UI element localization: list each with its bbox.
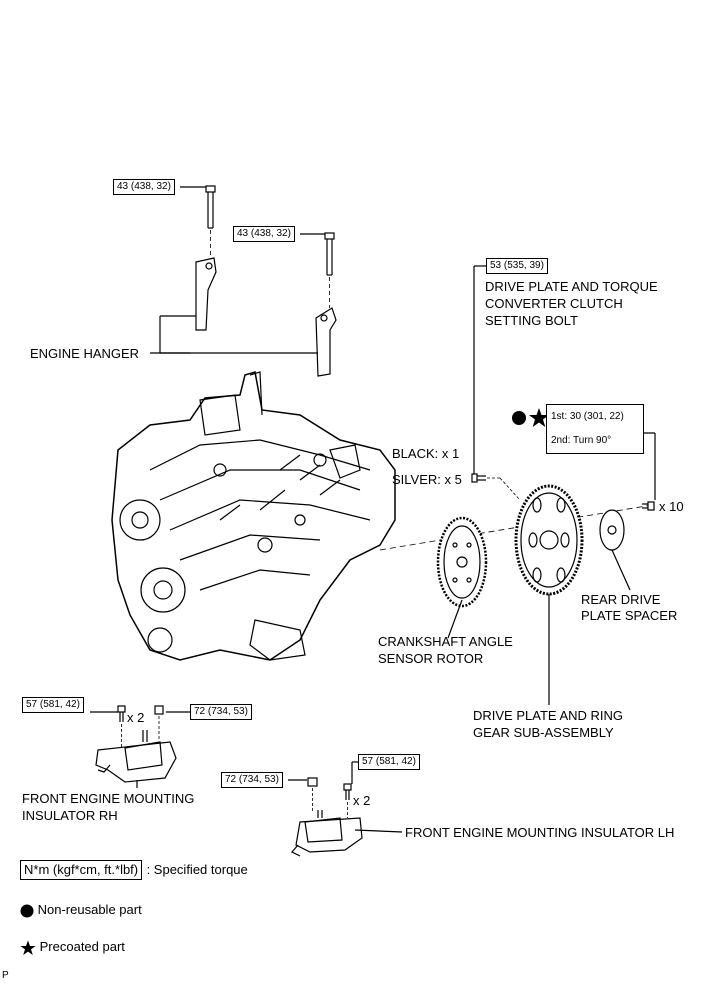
legend-nonreusable: Non-reusable part bbox=[20, 902, 142, 918]
torque-hanger-left: 43 (438, 32) bbox=[113, 179, 175, 195]
label-rear-spacer-1: REAR DRIVE bbox=[581, 592, 661, 607]
label-drive-plate-bolt-1: DRIVE PLATE AND TORQUE bbox=[485, 279, 658, 294]
nonreusable-symbol bbox=[512, 411, 526, 425]
label-mount-rh-1: FRONT ENGINE MOUNTING bbox=[22, 791, 195, 806]
precoated-icon bbox=[20, 940, 36, 955]
mount-insulator-rh bbox=[95, 705, 177, 783]
label-mount-rh-2: INSULATOR RH bbox=[22, 808, 118, 823]
drive-plate-ring-gear bbox=[514, 484, 584, 596]
torque-mount-lh-nut: 72 (734, 53) bbox=[221, 772, 283, 788]
label-rotor-2: SENSOR ROTOR bbox=[378, 651, 484, 666]
label-rh-bolt-qty: x 2 bbox=[127, 710, 145, 725]
label-silver-count: SILVER: x 5 bbox=[392, 472, 462, 487]
label-engine-hanger: ENGINE HANGER bbox=[30, 346, 140, 361]
label-ring-gear-2: GEAR SUB-ASSEMBLY bbox=[473, 725, 614, 740]
torque-mount-rh-nut: 72 (734, 53) bbox=[190, 704, 252, 720]
torque-spacer-2nd: 2nd: Turn 90° bbox=[551, 435, 612, 446]
torque-hanger-right: 43 (438, 32) bbox=[233, 226, 295, 242]
torque-mount-rh-bolt: 57 (581, 42) bbox=[22, 697, 84, 713]
label-rotor-1: CRANKSHAFT ANGLE bbox=[378, 634, 513, 649]
label-drive-plate-bolt-2: CONVERTER CLUTCH bbox=[485, 296, 623, 311]
label-lh-bolt-qty: x 2 bbox=[353, 793, 371, 808]
legend-torque-text: : Specified torque bbox=[146, 862, 248, 877]
label-drive-plate-bolt-3: SETTING BOLT bbox=[485, 313, 578, 328]
torque-drive-plate-bolt: 53 (535, 39) bbox=[486, 258, 548, 274]
nonreusable-icon bbox=[20, 904, 34, 918]
rear-drive-plate-spacer bbox=[599, 509, 625, 551]
crankshaft-angle-sensor-rotor bbox=[436, 516, 488, 608]
label-mount-lh: FRONT ENGINE MOUNTING INSULATOR LH bbox=[405, 825, 675, 840]
spacer-bolt bbox=[642, 501, 655, 511]
label-rear-spacer-2: PLATE SPACER bbox=[581, 608, 678, 623]
label-spacer-bolt-qty: x 10 bbox=[659, 499, 684, 514]
precoated-symbol bbox=[529, 408, 549, 427]
corner-mark: P bbox=[2, 970, 9, 981]
engine-hanger-right bbox=[315, 232, 337, 377]
mount-insulator-lh bbox=[291, 777, 363, 857]
label-black-count: BLACK: x 1 bbox=[392, 446, 460, 461]
drive-plate-setting-bolt bbox=[471, 473, 486, 483]
label-ring-gear-1: DRIVE PLATE AND RING bbox=[473, 708, 624, 723]
engine-block bbox=[111, 371, 396, 661]
torque-mount-lh-bolt: 57 (581, 42) bbox=[358, 754, 420, 770]
legend-precoated-text: Precoated part bbox=[39, 939, 125, 954]
legend-precoated: Precoated part bbox=[20, 939, 125, 956]
torque-spacer-1st: 1st: 30 (301, 22) bbox=[551, 411, 624, 422]
engine-hanger-left bbox=[195, 185, 217, 331]
legend-nonreusable-text: Non-reusable part bbox=[37, 902, 142, 917]
legend-torque: N*m (kgf*cm, ft.*lbf) : Specified torque bbox=[20, 860, 248, 880]
legend-torque-key: N*m (kgf*cm, ft.*lbf) bbox=[20, 860, 143, 880]
torque-spacer-bolt: 1st: 30 (301, 22) 2nd: Turn 90° bbox=[546, 404, 644, 454]
